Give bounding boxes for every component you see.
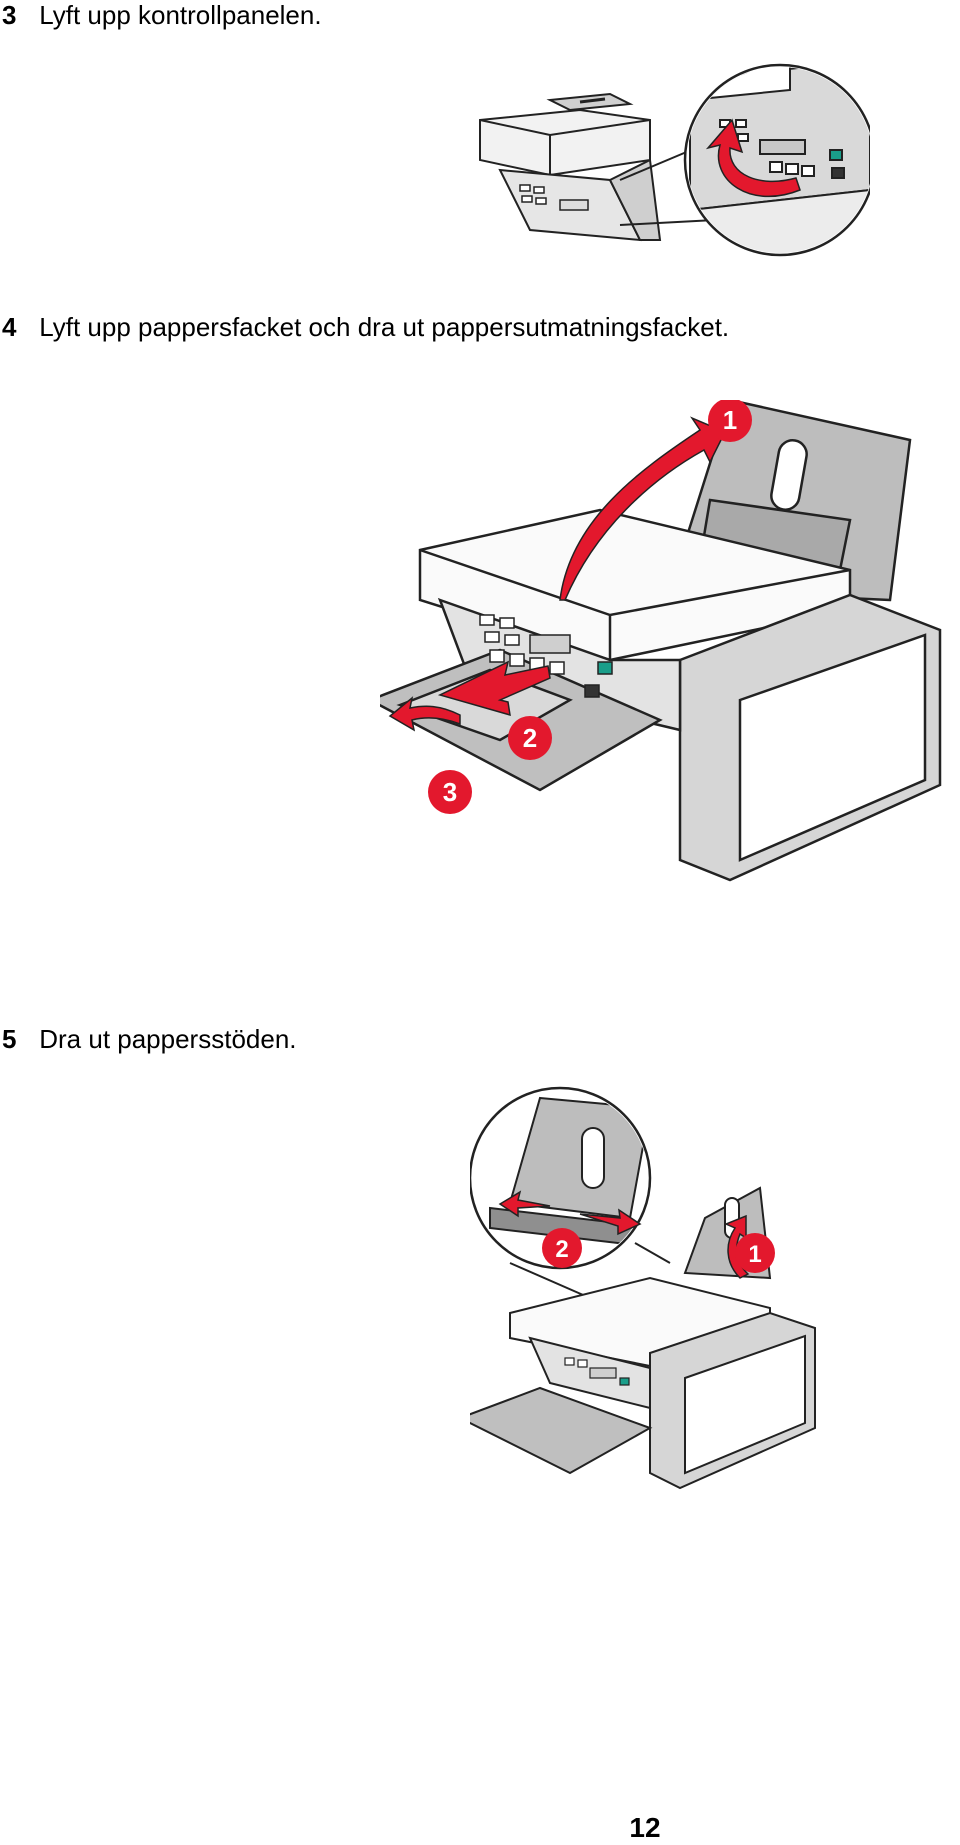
step-5-text: Dra ut pappersstöden. [39,1024,297,1054]
callout-3: 3 [428,770,472,814]
printer-paper-guides-illustration: 2 1 [470,1086,816,1490]
step-3-number: 3 [2,0,17,30]
callout-2: 2 [542,1228,582,1268]
step-3-text: Lyft upp kontrollpanelen. [39,0,322,30]
svg-text:1: 1 [748,1241,761,1268]
callout-2: 2 [508,716,552,760]
step-4: 4 Lyft upp pappersfacket och dra ut papp… [2,312,729,342]
svg-text:3: 3 [443,777,457,807]
step-5: 5 Dra ut pappersstöden. [2,1024,297,1054]
svg-text:1: 1 [723,405,737,435]
step-3: 3 Lyft upp kontrollpanelen. [2,0,322,30]
control-panel-buttons [479,614,613,698]
step-4-number: 4 [2,312,17,342]
svg-text:2: 2 [555,1236,568,1263]
push-tray-arrow-icon [437,660,551,717]
svg-text:2: 2 [523,723,537,753]
slide-guide-left-arrow-icon [498,1190,551,1218]
magnifier-circle: 2 [470,1086,652,1270]
callout-1: 1 [708,400,752,442]
callout-1: 1 [735,1233,775,1273]
small-control-panel [519,184,589,211]
step-5-number: 5 [2,1024,17,1054]
printer-body [479,92,662,242]
page-number: 12 [629,1812,661,1843]
printer-paper-tray-illustration: 1 2 3 [380,400,942,882]
printer-lift-control-panel-illustration [479,63,870,257]
step-4-text: Lyft upp pappersfacket och dra ut papper… [39,312,730,342]
magnifier-circle [683,63,870,257]
lift-arrow-icon [705,118,801,198]
extend-tray-arrow-icon [388,696,461,732]
slide-guide-right-arrow-icon [579,1208,642,1236]
